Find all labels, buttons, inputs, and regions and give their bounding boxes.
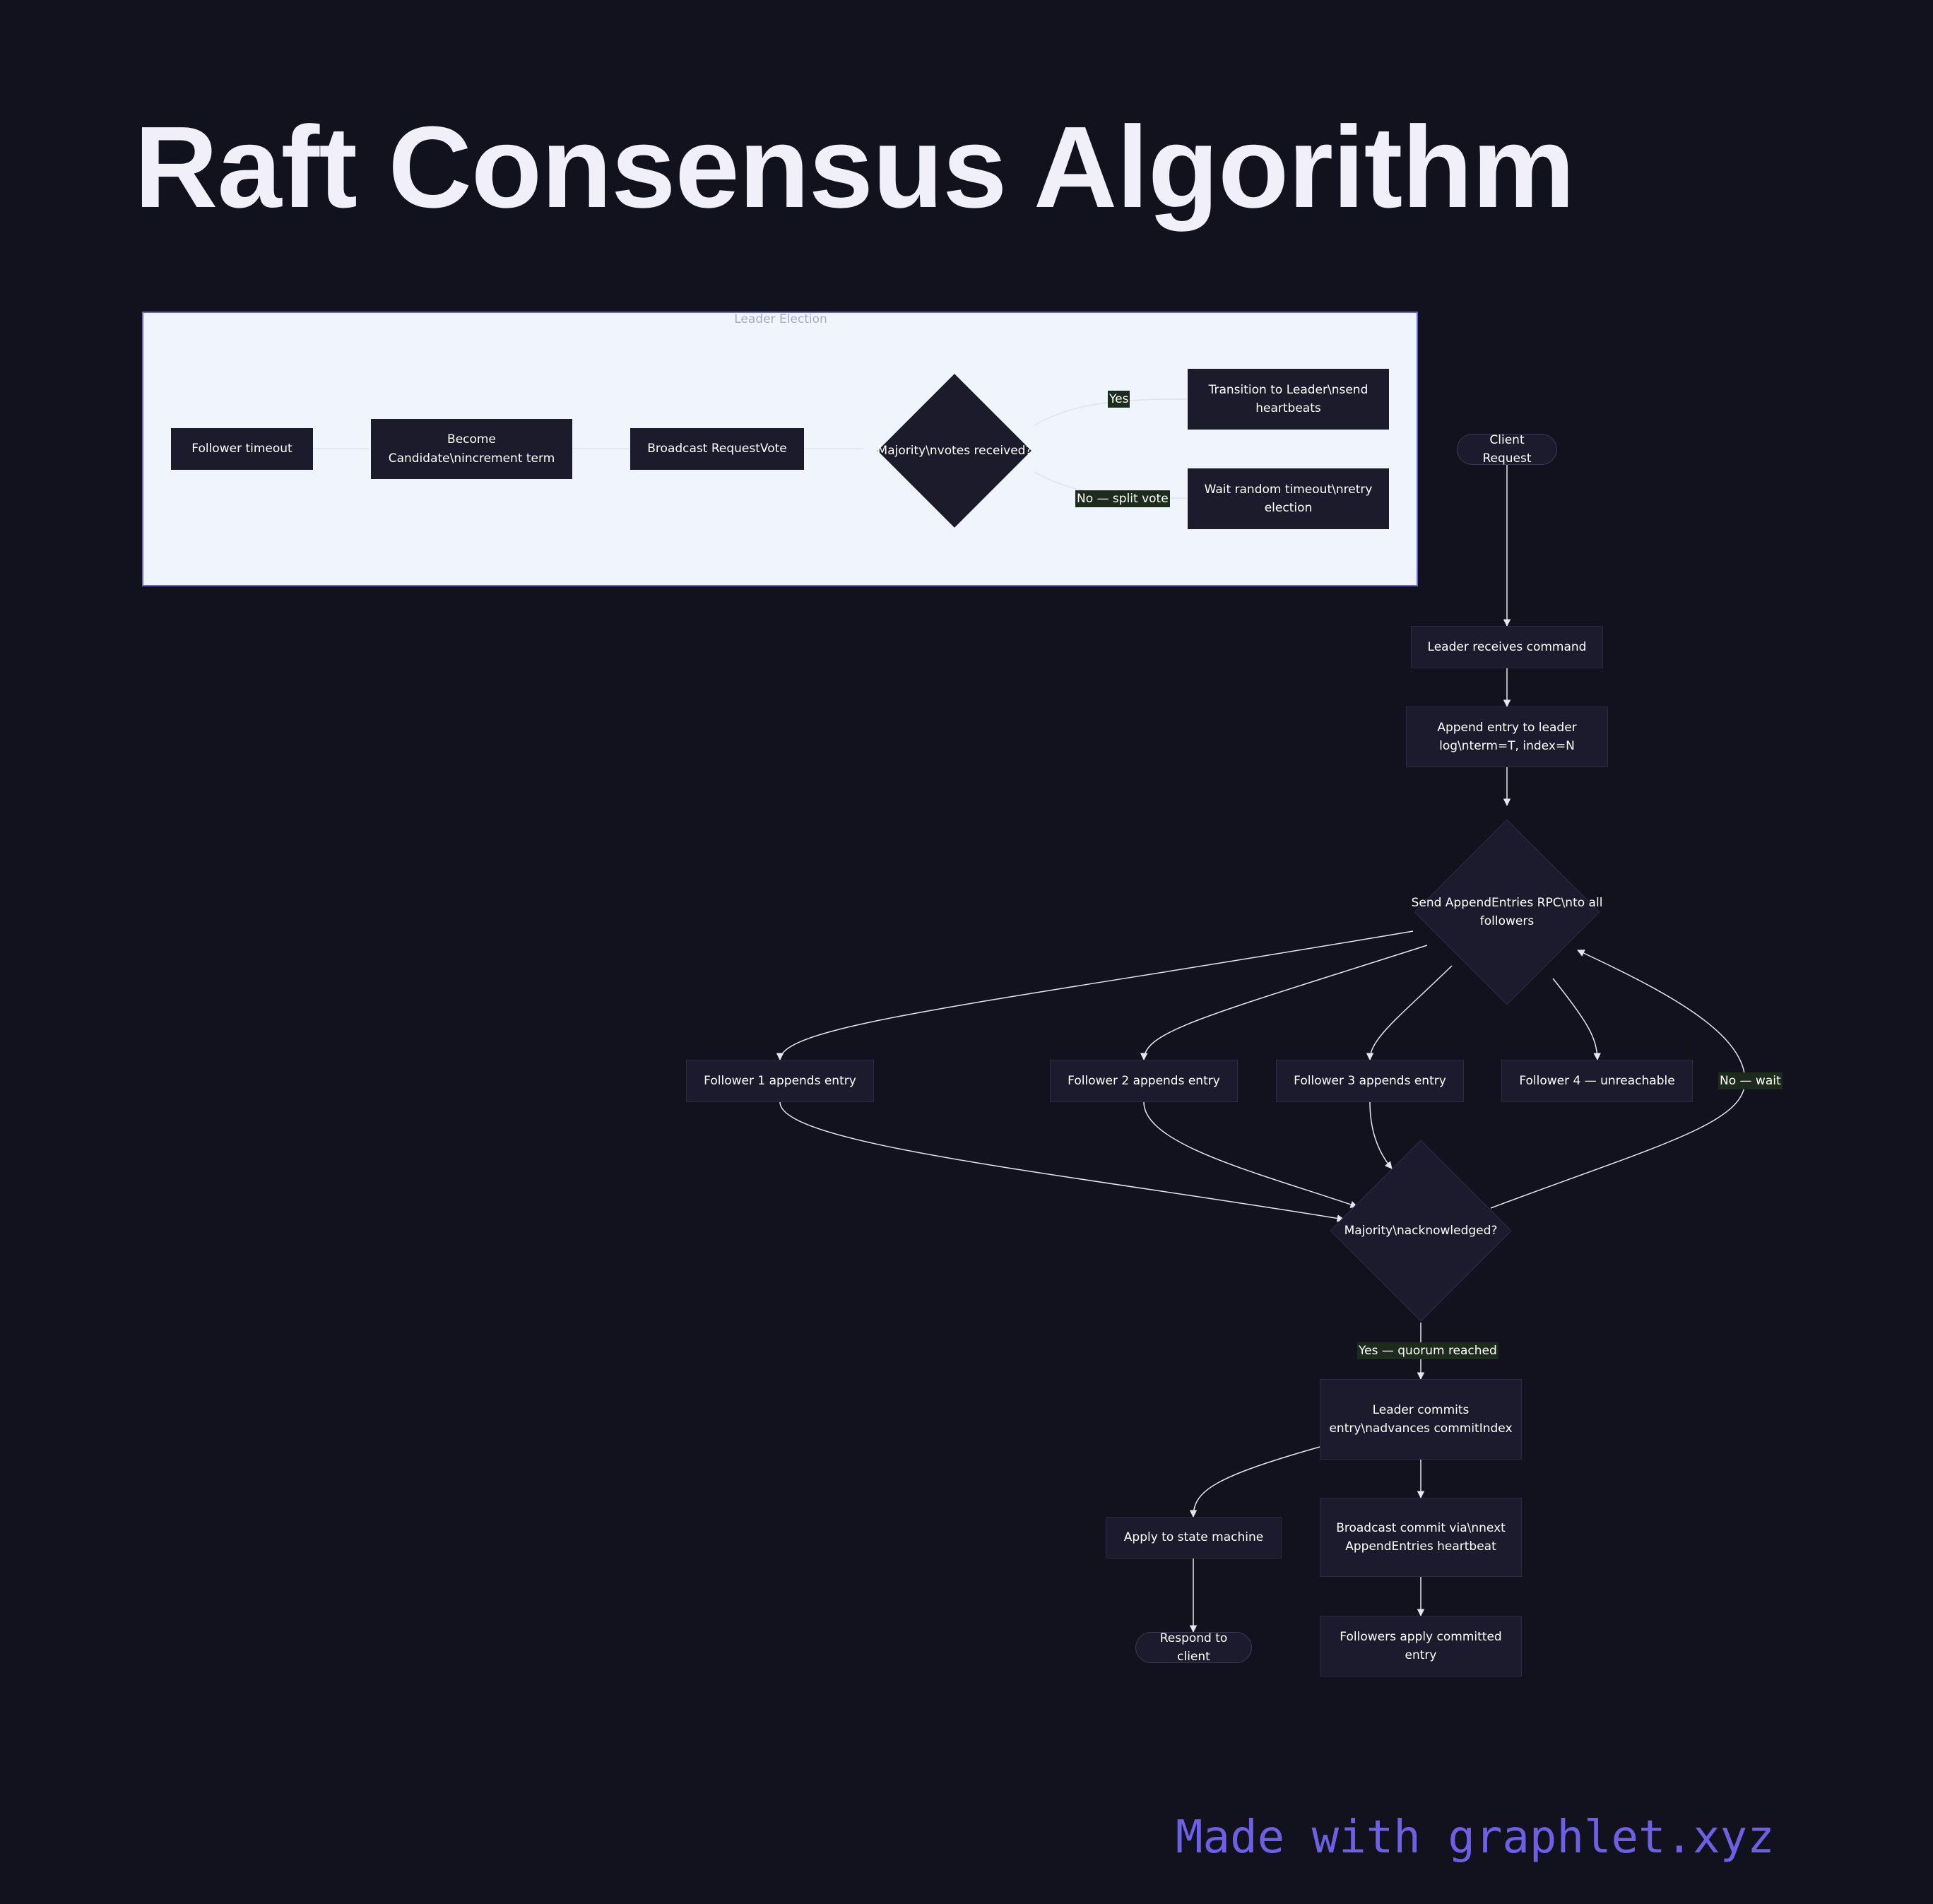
edge-label-yes: Yes xyxy=(1108,391,1130,408)
footer-credit: Made with graphlet.xyz xyxy=(1176,1811,1775,1864)
node-leader-receives: Leader receives command xyxy=(1411,626,1603,668)
node-follower2: Follower 2 appends entry xyxy=(1050,1060,1238,1102)
edge-send-f2 xyxy=(1140,945,1428,1061)
edge-send-f4 xyxy=(1552,978,1601,1061)
node-follower3: Follower 3 appends entry xyxy=(1276,1060,1464,1102)
node-majority-votes: Majority\nvotes received? xyxy=(877,374,1031,528)
edge-f3-majority xyxy=(1369,1101,1393,1169)
edge-majority-leader xyxy=(1034,398,1188,426)
node-followers-apply: Followers apply committed entry xyxy=(1320,1616,1522,1677)
node-broadcast-commit: Broadcast commit via\nnext AppendEntries… xyxy=(1320,1498,1522,1577)
node-send-appendentries: Send AppendEntries RPC\nto all followers xyxy=(1412,819,1602,1005)
cluster-label: Leader Election xyxy=(734,312,827,326)
node-transition-leader: Transition to Leader\nsend heartbeats xyxy=(1188,369,1389,430)
node-become-candidate: Become Candidate\nincrement term xyxy=(371,419,572,479)
node-respond-client: Respond to client xyxy=(1135,1631,1252,1664)
edge-send-f1 xyxy=(776,930,1414,1061)
node-follower-timeout: Follower timeout xyxy=(171,428,313,470)
edge-label-yes-quorum: Yes — quorum reached xyxy=(1357,1342,1498,1360)
edge-f1-majority xyxy=(779,1101,1345,1222)
edge-label-no-wait: No — wait xyxy=(1718,1072,1783,1090)
node-apply-state: Apply to state machine xyxy=(1106,1517,1282,1559)
edge-label-no-split: No — split vote xyxy=(1075,490,1170,508)
node-leader-commits: Leader commits entry\nadvances commitInd… xyxy=(1320,1379,1522,1460)
node-follower4: Follower 4 — unreachable xyxy=(1501,1060,1693,1102)
node-append-entry: Append entry to leader log\nterm=T, inde… xyxy=(1406,706,1608,767)
edge-f2-majority xyxy=(1143,1101,1358,1208)
edge-send-f3 xyxy=(1366,965,1453,1061)
page-title: Raft Consensus Algorithm xyxy=(134,102,1575,232)
node-client-request: Client Request xyxy=(1457,433,1557,466)
edge-commits-apply xyxy=(1189,1446,1320,1518)
node-majority-acknowledged: Majority\nacknowledged? xyxy=(1330,1140,1512,1322)
node-follower1: Follower 1 appends entry xyxy=(686,1060,874,1102)
node-broadcast-requestvote: Broadcast RequestVote xyxy=(630,428,804,470)
node-wait-random: Wait random timeout\nretry election xyxy=(1188,468,1389,529)
